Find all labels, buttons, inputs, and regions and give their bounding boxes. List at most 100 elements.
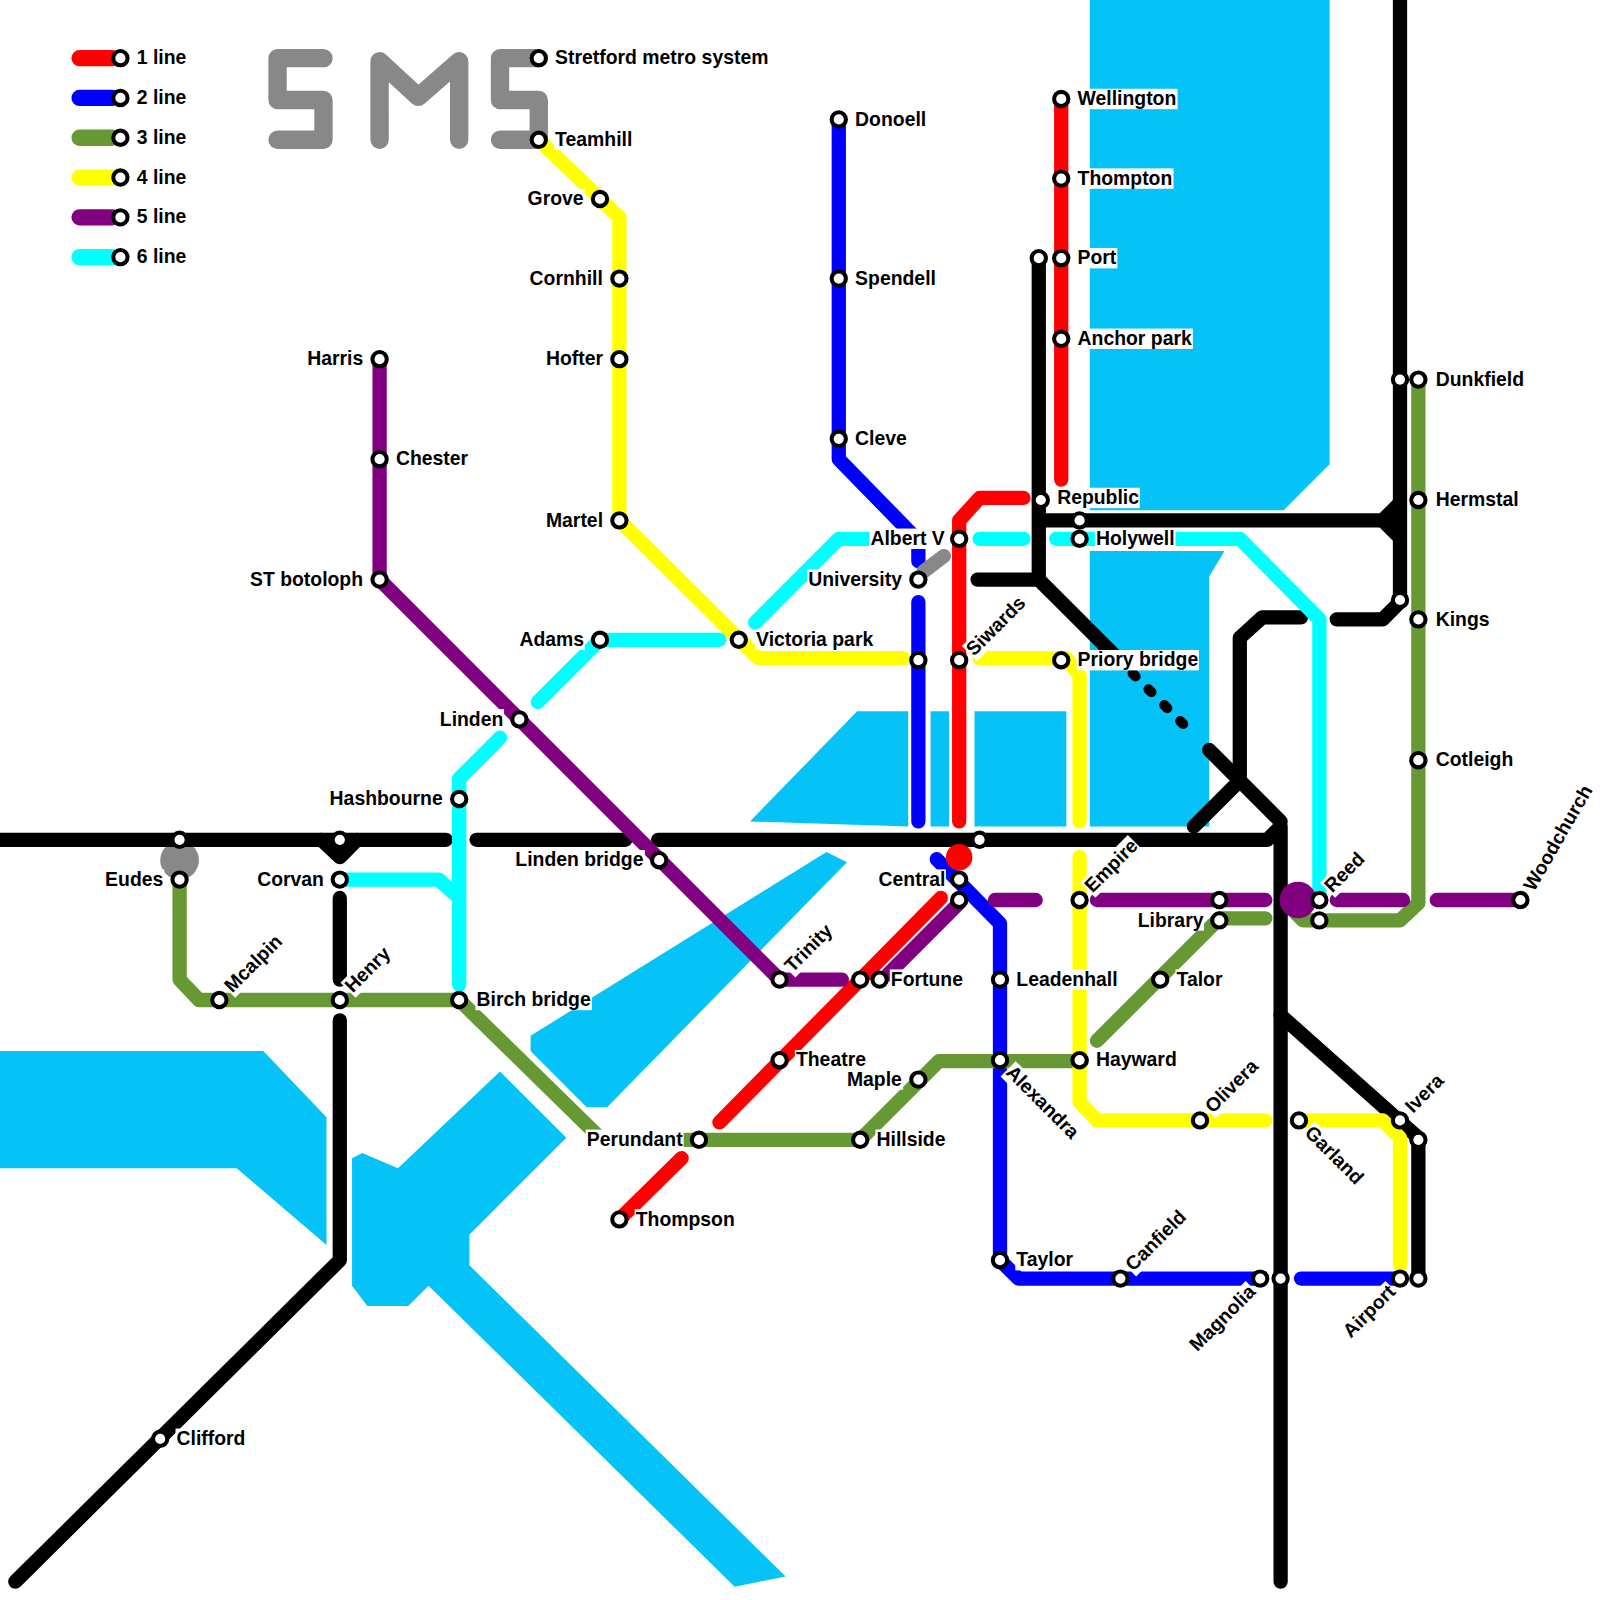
station-name: Empire [1080,834,1143,897]
station-marker [911,653,925,667]
legend-text: 5 line [136,207,188,228]
station-marker [692,1133,706,1147]
station-name: Donoell [854,109,927,130]
station-marker [172,872,186,886]
legend-station [111,208,129,226]
station-marker [1054,251,1068,265]
station-name: Garland [1300,1121,1368,1189]
station-name: Linden [439,709,505,730]
station-marker [1411,612,1425,626]
station-name: Wellington [1077,88,1178,109]
station-name: Clifford [176,1428,247,1449]
station-name: Library [1137,910,1205,931]
station-name: Hermstal [1435,489,1520,510]
station-marker [1393,372,1407,386]
station-marker [1072,1053,1086,1067]
water [0,0,1330,1587]
legend-station [111,49,129,67]
station-name: Ivera [1401,1069,1450,1118]
station-name: Adams [518,629,585,650]
station-name: Hofter [545,348,604,369]
station-name: Teamhill [554,129,633,150]
legend-station [111,129,129,147]
station-marker [1113,1271,1127,1285]
station-marker [832,112,846,126]
station-marker [832,432,846,446]
station-marker [1273,1271,1287,1285]
logo [278,58,539,140]
station-marker [952,653,966,667]
station-marker [372,452,386,466]
station-marker [1054,171,1068,185]
station-marker [1072,532,1086,546]
station-marker [1393,593,1407,607]
station-marker [1393,1113,1407,1127]
station-marker [772,972,786,986]
station-marker [212,993,226,1007]
station-marker [732,633,746,647]
station-name: Victoria park [755,629,874,650]
station-name: Thompton [1077,168,1174,189]
legend-text: 3 line [136,127,188,148]
station-marker [1072,513,1086,527]
station-name: Leadenhall [1015,969,1118,990]
station-marker [1411,1271,1425,1285]
station-name: Mcalpin [220,930,288,998]
station-marker [853,972,867,986]
station-name: Martel [545,510,604,531]
station-marker [1312,893,1326,907]
station-marker [993,1053,1007,1067]
legend-text: 1 line [136,47,188,68]
legend-text: 2 line [136,87,188,108]
station-marker [1034,493,1048,507]
station-marker [333,993,347,1007]
station-marker [1054,653,1068,667]
station-marker [333,833,347,847]
station-name: Taylor [1015,1249,1074,1270]
station-marker [612,271,626,285]
station-marker [1212,893,1226,907]
station-name: Birch bridge [476,989,592,1010]
station-marker [532,51,546,65]
station-name: Siwards [962,591,1031,660]
station-marker [652,853,666,867]
station-marker [172,833,186,847]
legend-text: 6 line [136,246,188,267]
station-marker [993,972,1007,986]
station-name: Canfield [1121,1205,1192,1276]
station-marker [952,872,966,886]
station-marker [1253,1271,1267,1285]
station-name: Maple [846,1069,903,1090]
station-name: Linden bridge [514,849,644,870]
rail-lines [0,0,1418,1582]
station-name: Grove [527,188,585,209]
legend-station [111,248,129,266]
station-marker [853,1133,867,1147]
station-name: Perundant [586,1129,684,1150]
station-name: Port [1077,247,1118,268]
station-name: Anchor park [1077,328,1193,349]
station-name: Kings [1435,609,1491,630]
station-name: Eudes [104,869,164,890]
station-name: Hayward [1095,1049,1178,1070]
legend-text: 4 line [136,167,188,188]
station-marker [1212,913,1226,927]
station-marker [1032,251,1046,265]
station-name: Trinity [780,919,838,977]
station-marker [1513,893,1527,907]
station-marker [452,792,466,806]
station-marker [612,352,626,366]
station-marker [1312,913,1326,927]
map-title: Stretford metro system [554,47,769,68]
station-name: Fortune [890,969,964,990]
station-marker [1292,1113,1306,1127]
station-name: Airport [1339,1280,1401,1342]
station-marker [972,833,986,847]
station-marker [952,532,966,546]
station-marker [1411,493,1425,507]
station-name: University [807,569,903,590]
station-name: Spendell [854,268,937,289]
station-name: Central [878,869,947,890]
station-marker [1153,972,1167,986]
